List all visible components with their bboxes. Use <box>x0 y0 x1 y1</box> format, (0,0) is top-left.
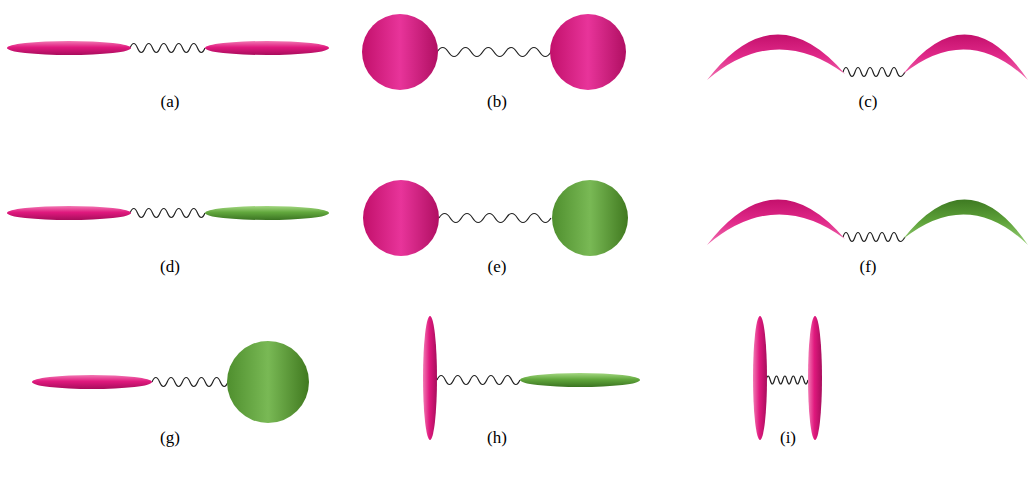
panel-label: (b) <box>487 92 507 112</box>
panel-label: (h) <box>487 428 507 448</box>
panel-label: (e) <box>488 257 507 277</box>
panel-label: (f) <box>860 257 877 277</box>
panel-label: (c) <box>859 92 878 112</box>
panel-label: (i) <box>780 428 796 448</box>
springs <box>130 44 905 387</box>
panel-label: (g) <box>160 428 180 448</box>
panel-label: (a) <box>161 92 180 112</box>
rods-balls-bananas <box>7 14 1028 440</box>
panel-label: (d) <box>160 257 180 277</box>
